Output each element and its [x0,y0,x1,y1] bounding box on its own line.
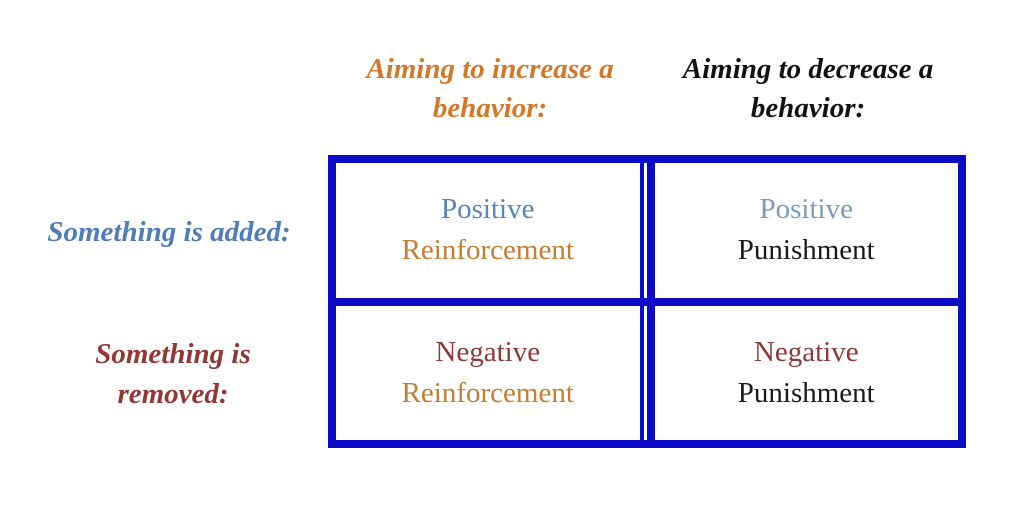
cell-term-positive: Positive [441,193,535,226]
table-row-top: Positive Reinforcement Positive Punishme… [336,163,958,298]
column-header-increase-behavior: Aiming to increase a behavior: [366,53,614,124]
cell-positive-punishment: Positive Punishment [646,163,958,298]
cell-negative-reinforcement: Negative Reinforcement [336,305,644,440]
cell-term-negative: Negative [435,335,541,368]
cell-negative-punishment: Negative Punishment [646,305,958,440]
cell-term-negative: Negative [753,335,859,368]
cell-term-punishment: Punishment [737,234,875,267]
contingency-table: Positive Reinforcement Positive Punishme… [328,155,966,448]
table-row-bottom: Negative Reinforcement Negative Punishme… [336,297,958,440]
column-header-decrease-behavior: Aiming to decrease a behavior: [682,53,934,124]
cell-positive-reinforcement: Positive Reinforcement [336,163,644,298]
cell-term-positive: Positive [759,193,853,226]
cell-term-reinforcement: Reinforcement [401,234,574,267]
row-header-something-removed: Something is removed: [95,338,251,410]
cell-term-reinforcement: Reinforcement [401,376,574,409]
cell-term-punishment: Punishment [737,376,875,409]
row-header-something-added: Something is added: [47,216,291,248]
